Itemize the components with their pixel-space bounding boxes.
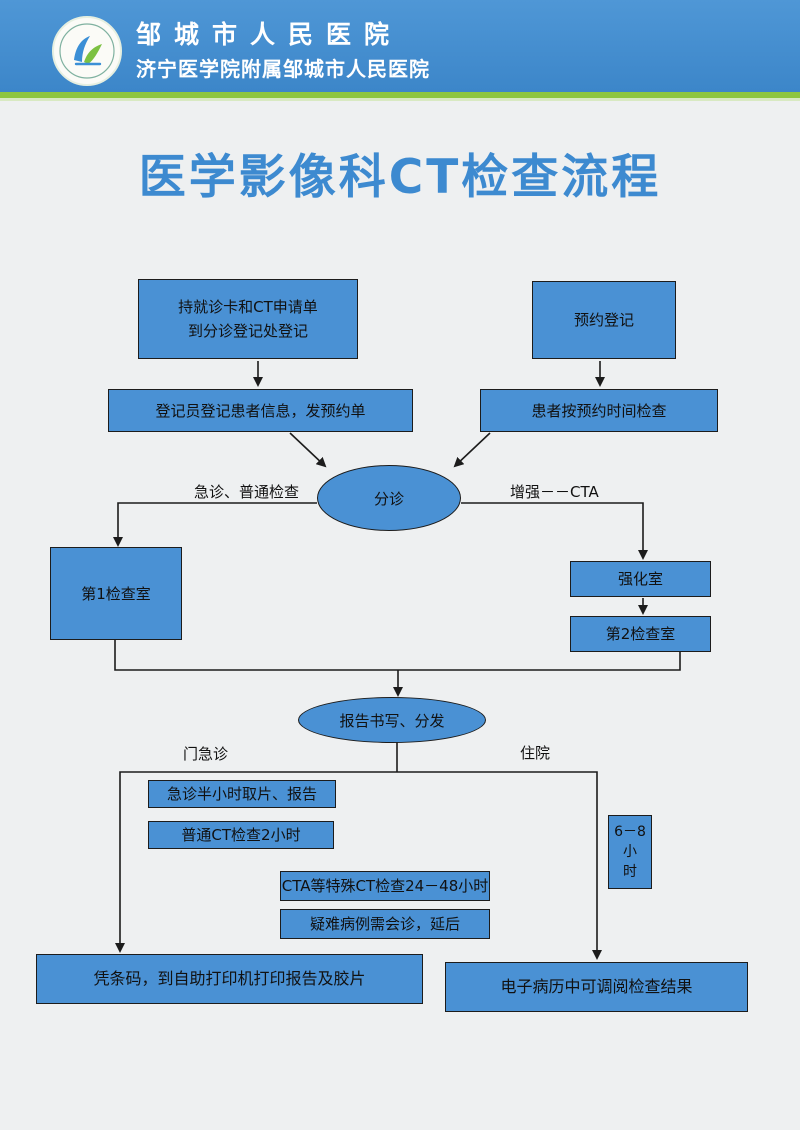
label-outpatient: 门急诊 (183, 745, 229, 763)
label-enhanced-cta: 增强－－CTA (510, 483, 599, 501)
note-general: 普通CT检查2小时 (148, 821, 334, 849)
label-emergency-general: 急诊、普通检查 (194, 483, 300, 501)
hospital-header: 邹城市人民医院 济宁医学院附属邹城市人民医院 (0, 0, 800, 92)
note-emergency: 急诊半小时取片、报告 (148, 780, 336, 808)
line-report-to-print (115, 771, 397, 953)
enhance-room: 强化室 (570, 561, 711, 597)
line-report-to-emr (397, 771, 602, 960)
note-difficult: 疑难病例需会诊，延后 (280, 909, 490, 939)
line-triage-to-enhance (461, 502, 648, 560)
header-green-stripe (0, 92, 800, 98)
result-emr: 电子病历中可调阅检查结果 (445, 962, 748, 1012)
label-inpatient: 住院 (520, 744, 551, 762)
hospital-name: 邹城市人民医院 (136, 20, 403, 49)
hospital-logo-icon (52, 16, 122, 86)
room-1: 第1检查室 (50, 547, 182, 640)
report-node: 报告书写、分发 (298, 697, 486, 743)
line-triage-to-room1 (113, 502, 317, 547)
step-reservation: 预约登记 (532, 281, 676, 359)
result-print: 凭条码，到自助打印机打印报告及胶片 (36, 954, 423, 1004)
room-2: 第2检查室 (570, 616, 711, 652)
hospital-subname: 济宁医学院附属邹城市人民医院 (136, 57, 430, 81)
header-light-stripe (0, 98, 800, 101)
note-inpatient-time: 6－8 小 时 (608, 815, 652, 889)
page-title: 医学影像科CT检查流程 (138, 150, 662, 205)
step-card-register: 持就诊卡和CT申请单 到分诊登记处登记 (138, 279, 358, 359)
arrow-check-to-triage (453, 432, 491, 468)
step-registrar: 登记员登记患者信息，发预约单 (108, 389, 413, 432)
note-cta: CTA等特殊CT检查24－48小时 (280, 871, 490, 901)
step-check-on-time: 患者按预约时间检查 (480, 389, 718, 432)
triage-node: 分诊 (317, 465, 461, 531)
arrow-registrar-to-triage (289, 432, 327, 468)
